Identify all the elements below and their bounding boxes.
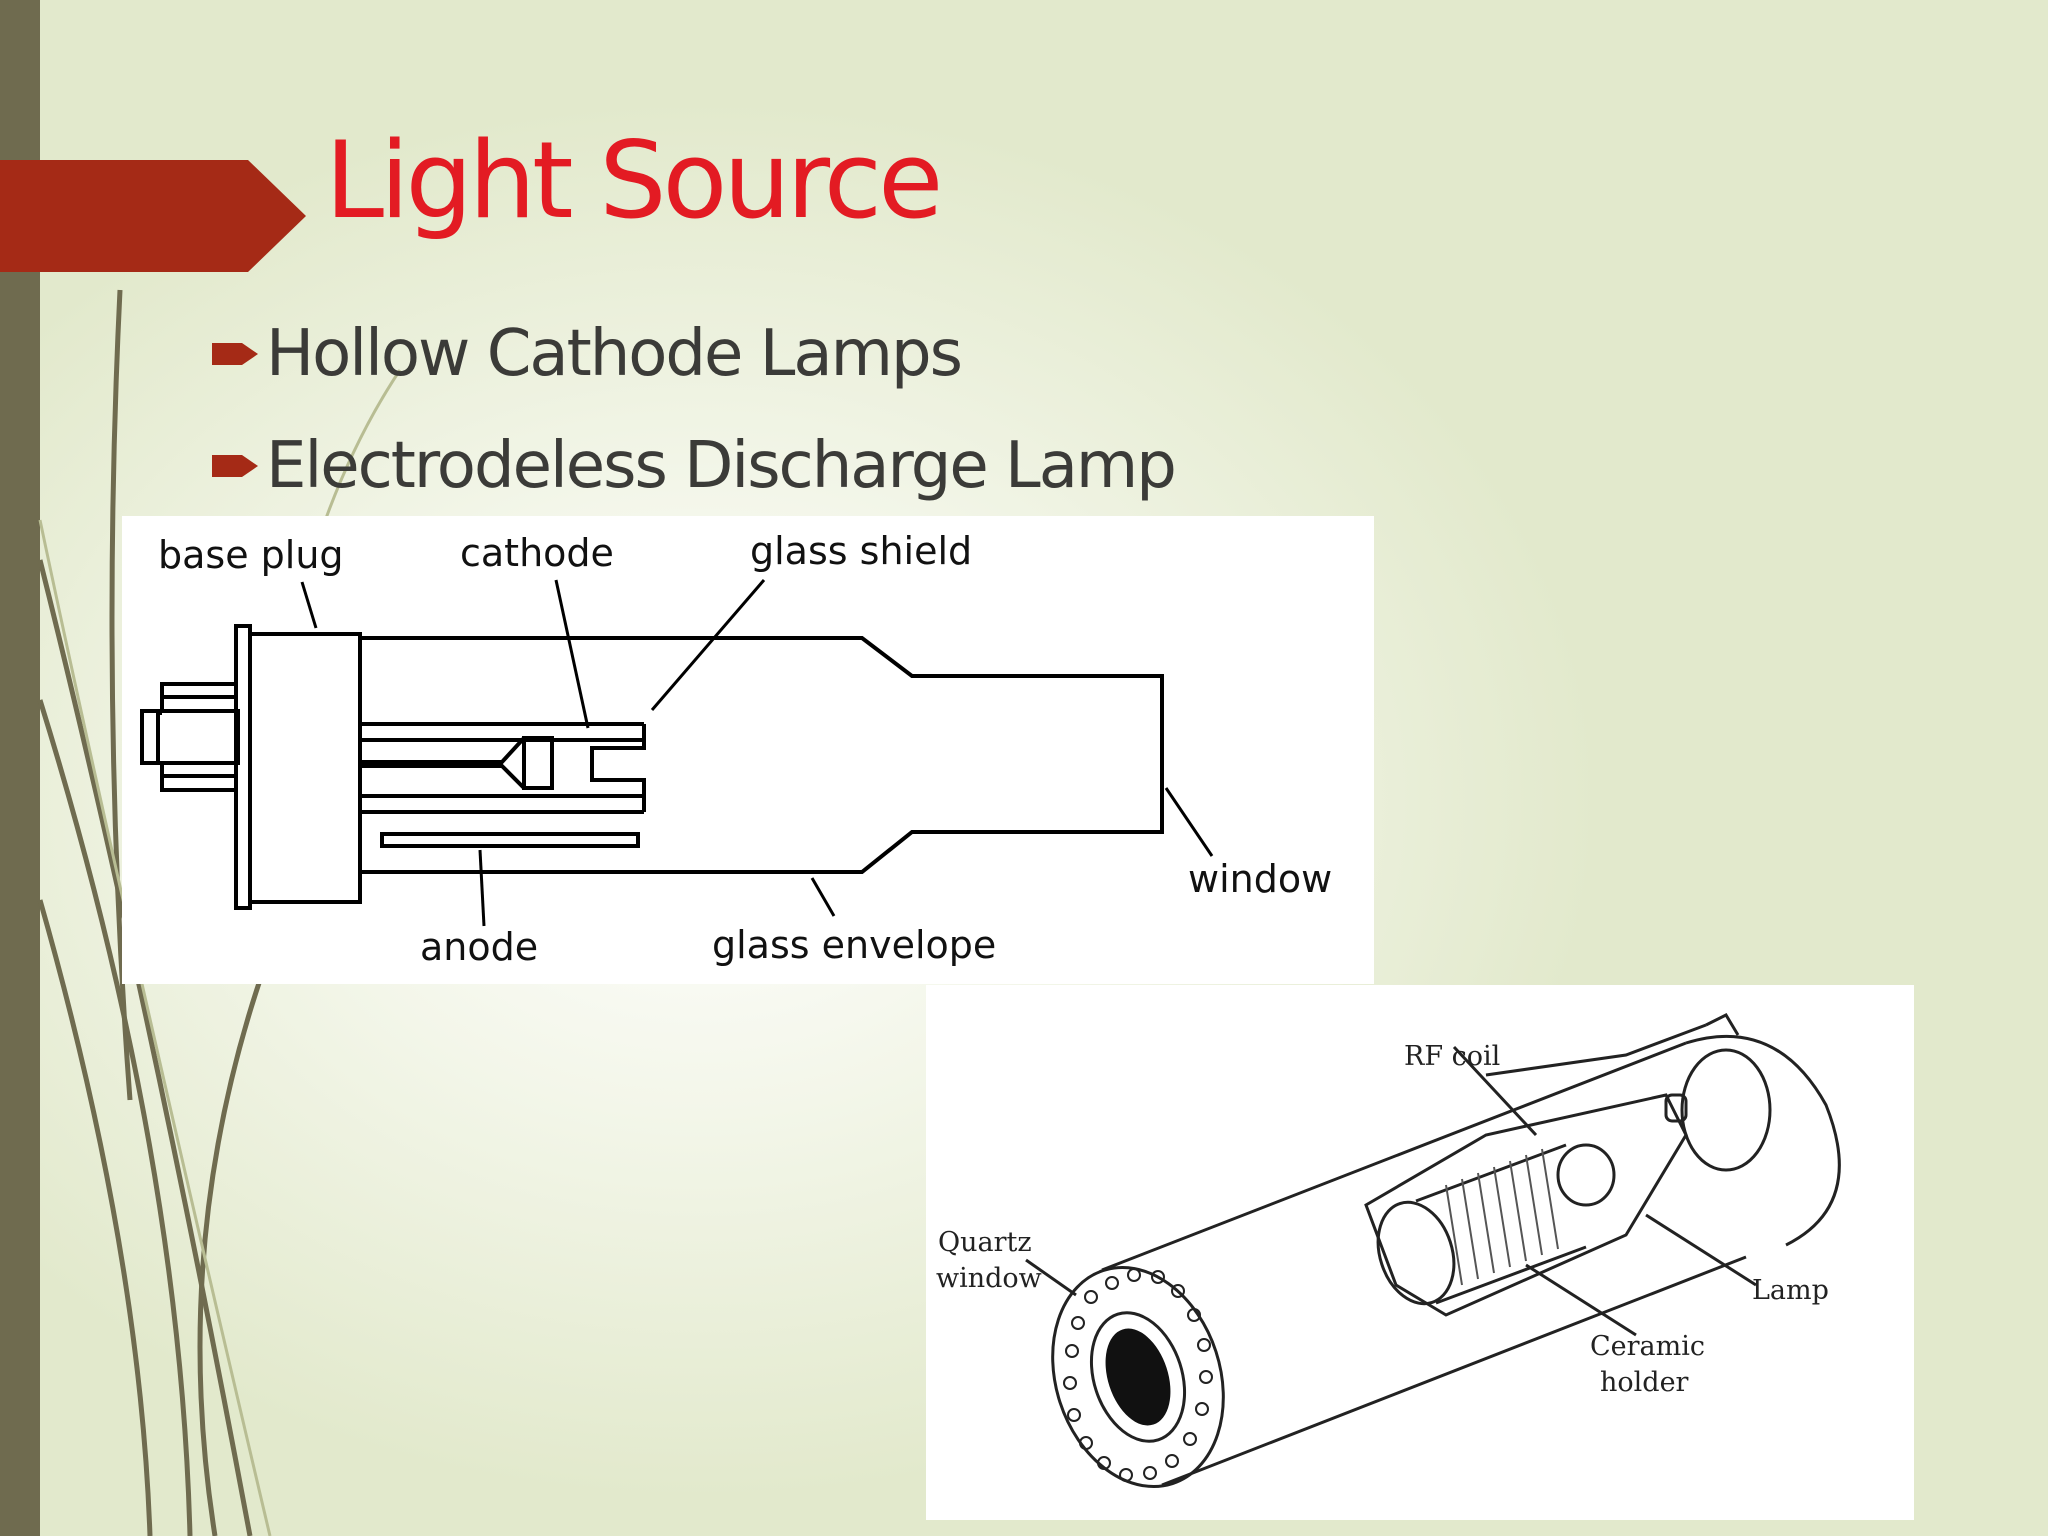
hollow-cathode-lamp-diagram: base plug cathode glass shield window an… [122,516,1374,984]
label-window: window [1188,857,1333,901]
bullet-item-electrodeless-discharge-lamp: Electrodeless Discharge Lamp [212,410,1177,522]
bullet-item-hollow-cathode-lamps: Hollow Cathode Lamps [212,298,1175,410]
label-quartz-window-line2: window [936,1263,1042,1294]
electrodeless-discharge-lamp-diagram: RF coil Quartz window Lamp Ceramic holde… [926,985,1914,1520]
slide-title: Light Source [325,119,943,242]
label-rf-coil: RF coil [1404,1041,1501,1072]
bullet-list: Hollow Cathode Lamps Electrodeless Disch… [212,298,1177,522]
label-base-plug: base plug [158,533,344,577]
bullet-text: Hollow Cathode Lamps [266,317,963,391]
label-cathode: cathode [460,531,614,575]
bullet-arrow-icon [212,453,266,479]
label-glass-shield: glass shield [750,529,973,573]
label-anode: anode [420,925,539,969]
bullet-text: Electrodeless Discharge Lamp [266,429,1177,503]
title-banner-arrow [0,160,306,272]
label-ceramic-holder-line2: holder [1600,1367,1689,1398]
hollow-cathode-lamp-drawing [140,579,1214,927]
label-glass-envelope: glass envelope [712,923,997,967]
label-ceramic-holder-line1: Ceramic [1590,1331,1706,1362]
label-lamp: Lamp [1752,1275,1829,1306]
label-quartz-window-line1: Quartz [938,1227,1032,1258]
bullet-arrow-icon [212,341,266,367]
electrodeless-lamp-drawing [1025,1013,1841,1488]
